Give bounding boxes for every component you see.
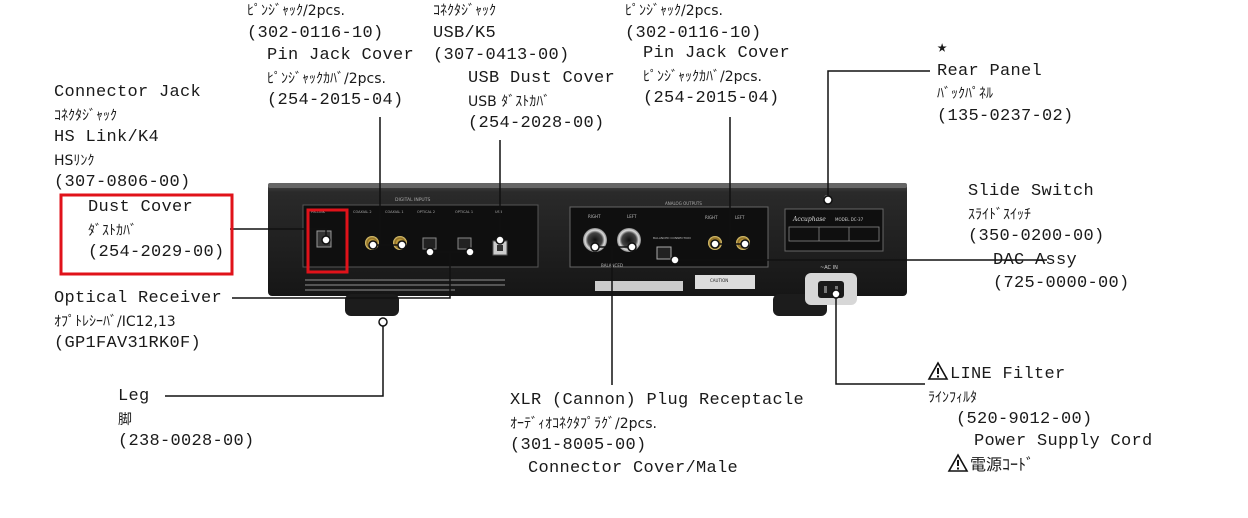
marker-optical1 (465, 247, 475, 257)
warning-icon (947, 452, 969, 472)
label-pin-cover-left: Pin Jack Cover ﾋﾟﾝｼﾞｬｯｸｶﾊﾞ/2pcs. (254-20… (267, 46, 415, 110)
serial-plate (595, 281, 683, 291)
marker-usb (495, 235, 505, 245)
svg-text:OPTICAL 1: OPTICAL 1 (455, 210, 473, 214)
svg-text:~AC IN: ~AC IN (820, 265, 838, 271)
label-pin-jack-top-right: ﾋﾟﾝｼﾞｬｯｸ/2pcs. (302-0116-10) (625, 3, 762, 43)
marker-coax1 (397, 240, 407, 250)
leader-lines (59, 70, 1047, 397)
svg-text:Accuphase: Accuphase (792, 216, 826, 223)
label-optical-receiver: Optical Receiver ｵﾌﾟﾄﾚｼｰﾊﾞ/IC12,13 (GP1F… (54, 289, 223, 353)
label-connector-hs-link: Connector Jack ｺﾈｸﾀｼﾞｬｯｸ HS Link/K4 HSﾘﾝ… (54, 83, 202, 192)
leader-xlr (595, 246, 632, 385)
label-dac: DAC Assy (725-0000-00) (993, 251, 1130, 293)
svg-text:ANALOG OUTPUTS: ANALOG OUTPUTS (665, 201, 702, 206)
highlight-hs-link-port (306, 208, 349, 274)
marker-rear-panel (823, 195, 833, 205)
marker-xlr-left (627, 242, 637, 252)
label-xlr: XLR (Cannon) Plug Receptacle ｵｰﾃﾞｨｵｺﾈｸﾀﾌ… (510, 391, 805, 478)
slide-switch (656, 246, 672, 260)
marker-line-filter (831, 289, 841, 299)
leader-optical (232, 252, 451, 299)
svg-text:CAUTION: CAUTION (710, 278, 728, 283)
svg-text:RIGHT: RIGHT (588, 214, 601, 219)
label-slide-switch: Slide Switch ｽﾗｲﾄﾞｽｲｯﾁ (350-0200-00) (968, 182, 1105, 246)
marker-coax2 (368, 240, 378, 250)
label-usb-dust-cover: USB Dust Cover USB ﾀﾞｽﾄｶﾊﾞ (254-2028-00) (468, 69, 616, 133)
svg-text:MODEL DC-37: MODEL DC-37 (835, 217, 864, 222)
label-line-filter: LINE Filter ﾗｲﾝﾌｨﾙﾀ (520-9012-00) (927, 361, 1093, 432)
xlr-right (583, 228, 607, 252)
marker-rca-left (740, 239, 750, 249)
leader-pin-cover-left (373, 117, 402, 246)
leader-leg (165, 322, 384, 397)
leader-line-filter (835, 294, 925, 385)
marker-xlr-right (590, 242, 600, 252)
star-icon: ★ (937, 39, 948, 58)
warning-icon (927, 361, 949, 380)
label-rear-panel: ★ Rear Panel ﾊﾞｯｸﾊﾟﾈﾙ (135-0237-02) (937, 39, 1074, 126)
label-pin-jack-top-left: ﾋﾟﾝｼﾞｬｯｸ/2pcs. (302-0116-10) (247, 3, 384, 43)
label-dust-cover: Dust Cover ﾀﾞｽﾄｶﾊﾞ (254-2029-00) (88, 198, 225, 262)
marker-rca-right (710, 239, 720, 249)
optical1-port (457, 237, 472, 250)
marker-hs-link (321, 235, 331, 245)
label-leg: Leg 脚 (238-0028-00) (118, 387, 255, 451)
highlight-dust-cover-label (59, 193, 234, 276)
caution-label (695, 275, 755, 289)
leader-dust-cover (230, 228, 327, 236)
svg-text:LEFT: LEFT (735, 215, 745, 220)
svg-text:COAXIAL 1: COAXIAL 1 (385, 210, 404, 214)
panel-digital-inputs: DIGITAL INPUTS (395, 197, 430, 203)
svg-text:BALANCED CONNECTION: BALANCED CONNECTION (653, 236, 691, 240)
svg-text:USB: USB (495, 210, 503, 214)
marker-optical2 (425, 247, 435, 257)
svg-text:RIGHT: RIGHT (705, 215, 718, 220)
label-usb-connector: ｺﾈｸﾀｼﾞｬｯｸ USB/K5 (307-0413-00) (433, 3, 570, 65)
leader-pin-cover-right (715, 117, 745, 245)
label-pin-cover-right: Pin Jack Cover ﾋﾟﾝｼﾞｬｯｸｶﾊﾞ/2pcs. (254-20… (643, 44, 791, 108)
marker-dac (670, 255, 680, 265)
svg-text:LEFT: LEFT (627, 214, 637, 219)
marker-leg (378, 317, 388, 327)
leader-rear-panel (827, 70, 930, 200)
model-plate (784, 208, 884, 252)
foot-left (345, 294, 399, 316)
svg-text:OPTICAL 2: OPTICAL 2 (417, 210, 435, 214)
label-power-cord: Power Supply Cord 電源ｺｰﾄﾞ (947, 431, 1153, 478)
svg-text:HS-LINK: HS-LINK (311, 210, 326, 214)
device-rear-panel: DIGITAL INPUTS HS-LINK COAXIAL 2 COAXIAL… (268, 183, 907, 316)
svg-text:COAXIAL 2: COAXIAL 2 (353, 210, 372, 214)
